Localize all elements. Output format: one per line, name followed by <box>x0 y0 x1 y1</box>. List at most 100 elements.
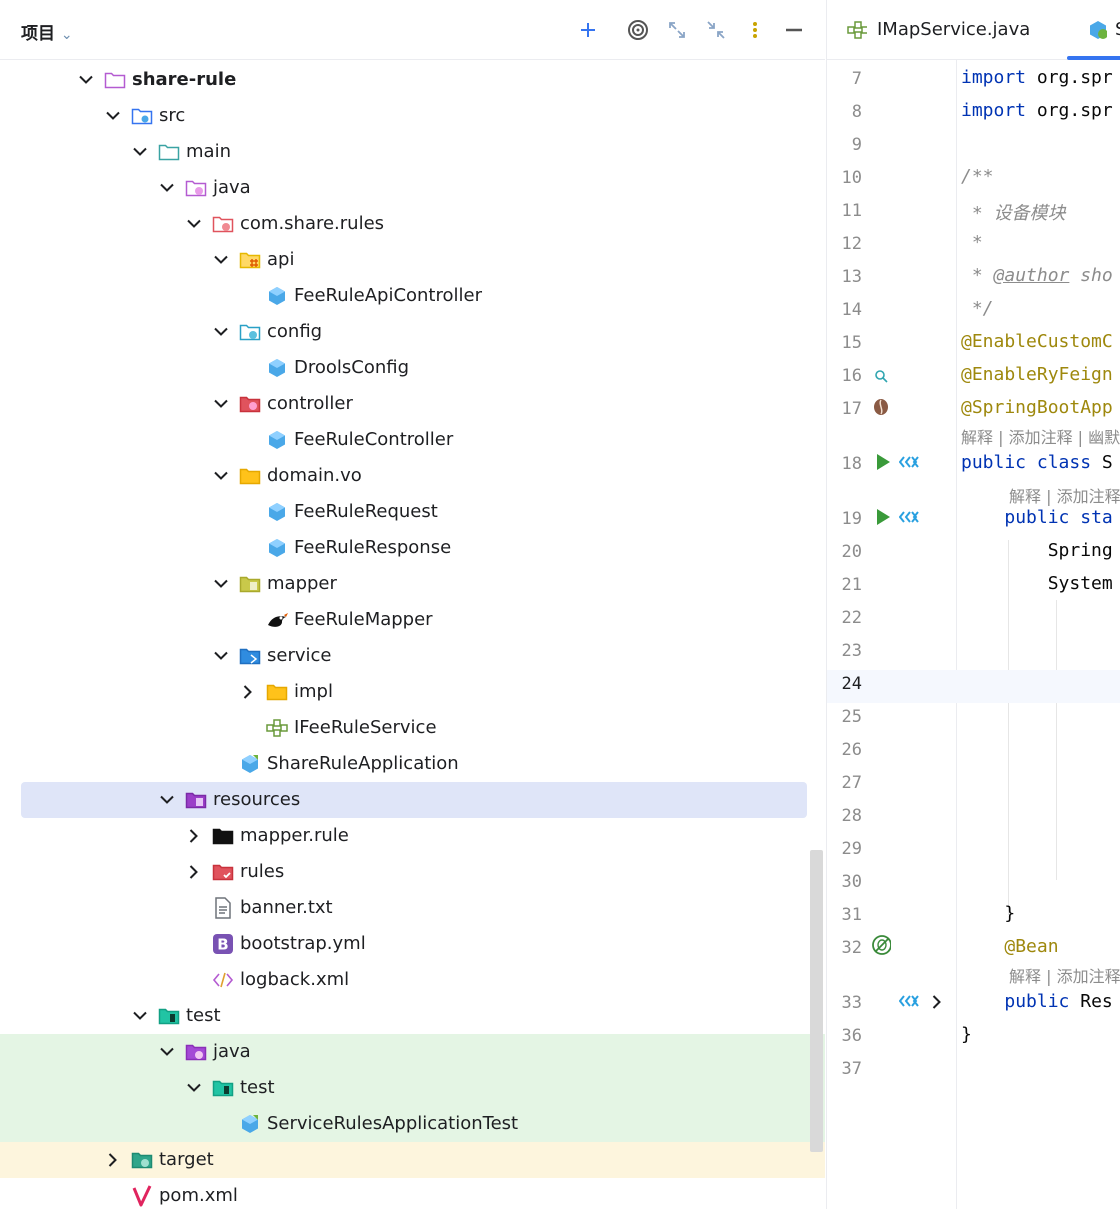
tree-item[interactable]: banner.txt <box>0 890 825 926</box>
tree-item[interactable]: FeeRuleApiController <box>0 278 825 314</box>
tree-item[interactable]: api <box>0 242 825 278</box>
tree-item[interactable]: mapper.rule <box>0 818 825 854</box>
chevron-down-icon[interactable] <box>211 466 231 486</box>
tree-item-label: controller <box>267 393 353 414</box>
tree-item[interactable]: com.share.rules <box>0 206 825 242</box>
chevron-right-icon[interactable] <box>927 992 947 1012</box>
code-line[interactable]: import org.spr <box>961 67 1113 88</box>
chevron-down-icon[interactable] <box>184 214 204 234</box>
chevron-right-icon[interactable] <box>238 682 258 702</box>
tree-item[interactable]: controller <box>0 386 825 422</box>
tree-item[interactable]: DroolsConfig <box>0 350 825 386</box>
bean-icon[interactable] <box>871 397 891 417</box>
tree-item[interactable]: java <box>0 1034 825 1070</box>
chevron-right-icon[interactable] <box>103 1150 123 1170</box>
code-line[interactable]: @EnableCustomC <box>961 331 1113 352</box>
tree-item[interactable]: domain.vo <box>0 458 825 494</box>
tree-item-label: FeeRuleResponse <box>294 537 452 558</box>
code-line[interactable]: public sta <box>1004 507 1113 528</box>
chevron-down-icon[interactable] <box>211 250 231 270</box>
target-icon[interactable] <box>626 18 650 42</box>
chevron-down-icon[interactable] <box>103 106 123 126</box>
tree-item[interactable]: resources <box>21 782 807 818</box>
code-line[interactable]: @SpringBootApp <box>961 397 1113 418</box>
code-line[interactable]: @Bean <box>1004 936 1059 957</box>
tree-item[interactable]: test <box>0 1070 825 1106</box>
chevron-down-icon[interactable] <box>211 322 231 342</box>
tree-item[interactable]: ServiceRulesApplicationTest <box>0 1106 825 1142</box>
chevron-down-icon[interactable] <box>157 1042 177 1062</box>
no-bean-icon[interactable] <box>871 935 891 955</box>
tree-item[interactable]: logback.xml <box>0 962 825 998</box>
tree-item[interactable]: impl <box>0 674 825 710</box>
class-icon <box>266 537 288 559</box>
tree-item[interactable]: service <box>0 638 825 674</box>
tree-item[interactable]: FeeRuleController <box>0 422 825 458</box>
chevron-down-icon[interactable] <box>211 574 231 594</box>
implements-icon[interactable] <box>899 507 919 527</box>
code-line[interactable]: System <box>961 573 1113 594</box>
tree-item-label: domain.vo <box>267 465 362 486</box>
more-icon[interactable] <box>743 18 767 42</box>
tree-item[interactable]: ShareRuleApplication <box>0 746 825 782</box>
chevron-down-icon[interactable] <box>211 646 231 666</box>
code-line[interactable]: } <box>961 1024 972 1045</box>
code-line[interactable]: * 设备模块 <box>961 203 1066 224</box>
chevron-right-icon[interactable] <box>184 862 204 882</box>
rules-folder-icon <box>212 861 234 883</box>
code-line[interactable]: */ <box>961 298 994 319</box>
test-folder-icon <box>212 1077 234 1099</box>
code-line[interactable]: import org.spr <box>961 100 1113 121</box>
implements-icon[interactable] <box>899 452 919 472</box>
chevron-down-icon[interactable] <box>184 1078 204 1098</box>
line-number: 33 <box>841 993 862 1013</box>
code-line[interactable]: * <box>961 232 983 253</box>
project-panel-title[interactable]: 项目 ⌄ <box>21 24 73 44</box>
tree-item[interactable]: share-rule <box>0 62 825 98</box>
tree-item[interactable]: test <box>0 998 825 1034</box>
tree-item[interactable]: main <box>0 134 825 170</box>
code-line[interactable]: Spring <box>961 540 1113 561</box>
collapse-icon[interactable] <box>704 18 728 42</box>
chevron-down-icon[interactable] <box>130 142 150 162</box>
tree-item[interactable]: FeeRuleResponse <box>0 530 825 566</box>
tree-item[interactable]: mapper <box>0 566 825 602</box>
code-line[interactable]: /** <box>961 166 994 187</box>
chevron-down-icon[interactable] <box>157 178 177 198</box>
tree-item[interactable]: rules <box>0 854 825 890</box>
tree-item[interactable]: src <box>0 98 825 134</box>
tree-item[interactable]: FeeRuleMapper <box>0 602 825 638</box>
tree-item[interactable]: target <box>0 1142 825 1178</box>
ai-hint-links[interactable]: 解释 | 添加注释 | 幽默 <box>961 428 1120 447</box>
code-line[interactable]: public class S <box>961 452 1113 473</box>
chevron-down-icon[interactable] <box>130 1006 150 1026</box>
chevron-down-icon[interactable] <box>211 394 231 414</box>
tree-item[interactable]: java <box>0 170 825 206</box>
tree-item-label: test <box>186 1005 221 1026</box>
implements-icon[interactable] <box>899 991 919 1011</box>
chevron-down-icon[interactable] <box>157 790 177 810</box>
chevron-right-icon[interactable] <box>184 826 204 846</box>
tree-item[interactable]: pom.xml <box>0 1178 825 1209</box>
tree-item-label: ShareRuleApplication <box>267 753 459 774</box>
search-icon[interactable] <box>871 366 891 386</box>
chevron-down-icon[interactable] <box>76 70 96 90</box>
expand-icon[interactable] <box>665 18 689 42</box>
code-line[interactable]: @EnableRyFeign <box>961 364 1113 385</box>
tree-item[interactable]: IFeeRuleService <box>0 710 825 746</box>
project-scrollbar[interactable] <box>810 850 823 1152</box>
run-icon[interactable] <box>873 507 893 527</box>
chevron-down-icon[interactable]: ⌄ <box>60 27 73 43</box>
code-line[interactable]: } <box>961 903 1016 924</box>
code-line[interactable]: public Res <box>1004 991 1113 1012</box>
minimize-icon[interactable] <box>782 18 806 42</box>
ai-hint-links[interactable]: 解释 | 添加注释 <box>1009 487 1120 506</box>
tree-item[interactable]: config <box>0 314 825 350</box>
run-icon[interactable] <box>873 452 893 472</box>
add-icon[interactable] <box>576 18 600 42</box>
tree-item[interactable]: FeeRuleRequest <box>0 494 825 530</box>
ai-hint-links[interactable]: 解释 | 添加注释 <box>1009 967 1120 986</box>
code-line[interactable]: * @author sho <box>961 265 1113 286</box>
